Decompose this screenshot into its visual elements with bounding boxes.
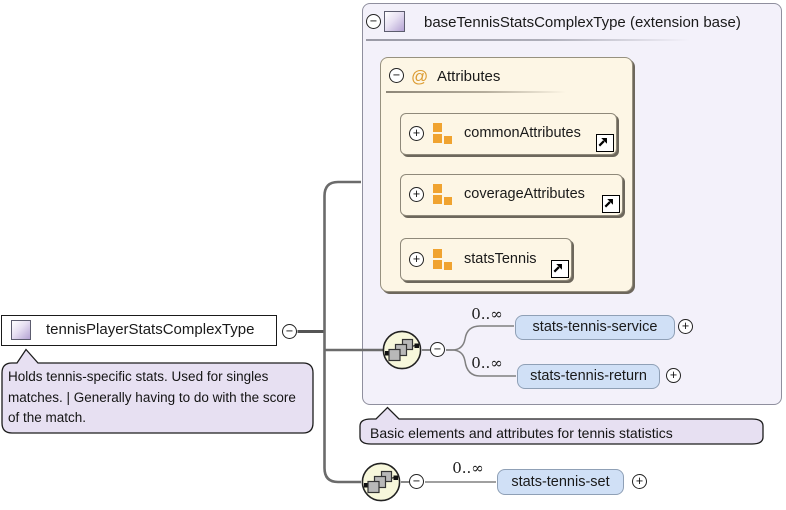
left-annotation-text: Holds tennis-specific stats. Used for si… — [8, 369, 296, 425]
attr-group-label: coverageAttributes — [464, 186, 585, 202]
expand-toggle[interactable]: + — [666, 368, 681, 383]
cardinality-label: 0..∞ — [452, 459, 484, 477]
attr-group-statsTennis[interactable]: + statsTennis — [400, 238, 572, 281]
attributes-collapse-toggle[interactable]: − — [389, 68, 404, 83]
element-label: stats-tennis-set — [511, 474, 610, 490]
expand-toggle[interactable]: + — [409, 187, 424, 202]
complextype-icon — [384, 11, 405, 32]
element-stats-tennis-set[interactable]: stats-tennis-set — [497, 469, 624, 495]
complextype-icon — [11, 320, 31, 340]
attr-group-label: statsTennis — [464, 251, 537, 267]
attr-group-coverageAttributes[interactable]: + coverageAttributes — [400, 174, 623, 216]
attributes-at-icon: @ — [411, 67, 429, 86]
tennis-player-type-title: tennisPlayerStatsComplexType — [46, 321, 255, 338]
attribute-group-icon — [433, 123, 453, 145]
expand-toggle[interactable]: + — [409, 126, 424, 141]
cardinality-label: 0..∞ — [471, 354, 503, 372]
link-reference-icon[interactable] — [602, 195, 620, 213]
type-collapse-toggle[interactable]: − — [282, 324, 297, 339]
element-label: stats-tennis-return — [530, 368, 647, 384]
sequence-icon[interactable] — [361, 462, 401, 502]
link-reference-icon[interactable] — [596, 134, 614, 152]
cardinality-label: 0..∞ — [471, 305, 503, 323]
attribute-group-icon — [433, 249, 453, 271]
element-stats-tennis-service[interactable]: stats-tennis-service — [515, 315, 675, 340]
base-type-collapse-toggle[interactable]: − — [366, 14, 381, 29]
expand-toggle[interactable]: + — [632, 474, 647, 489]
attributes-separator — [386, 91, 566, 93]
expand-toggle[interactable]: + — [409, 252, 424, 267]
header-separator — [366, 39, 690, 41]
attributes-title: Attributes — [437, 68, 501, 85]
attr-group-commonAttributes[interactable]: + commonAttributes — [400, 113, 617, 155]
base-type-title: baseTennisStatsComplexType (extension ba… — [424, 14, 741, 31]
base-annotation-text: Basic elements and attributes for tennis… — [370, 425, 673, 441]
attribute-group-icon — [433, 184, 453, 206]
element-label: stats-tennis-service — [532, 319, 658, 335]
link-reference-icon[interactable] — [551, 260, 569, 278]
sequence-collapse-toggle[interactable]: − — [430, 342, 445, 357]
sequence-icon[interactable] — [382, 330, 422, 370]
tennis-player-type-box[interactable] — [1, 315, 277, 346]
attr-group-label: commonAttributes — [464, 125, 581, 141]
sequence-collapse-toggle[interactable]: − — [409, 474, 424, 489]
element-stats-tennis-return[interactable]: stats-tennis-return — [517, 364, 660, 389]
expand-toggle[interactable]: + — [678, 319, 693, 334]
